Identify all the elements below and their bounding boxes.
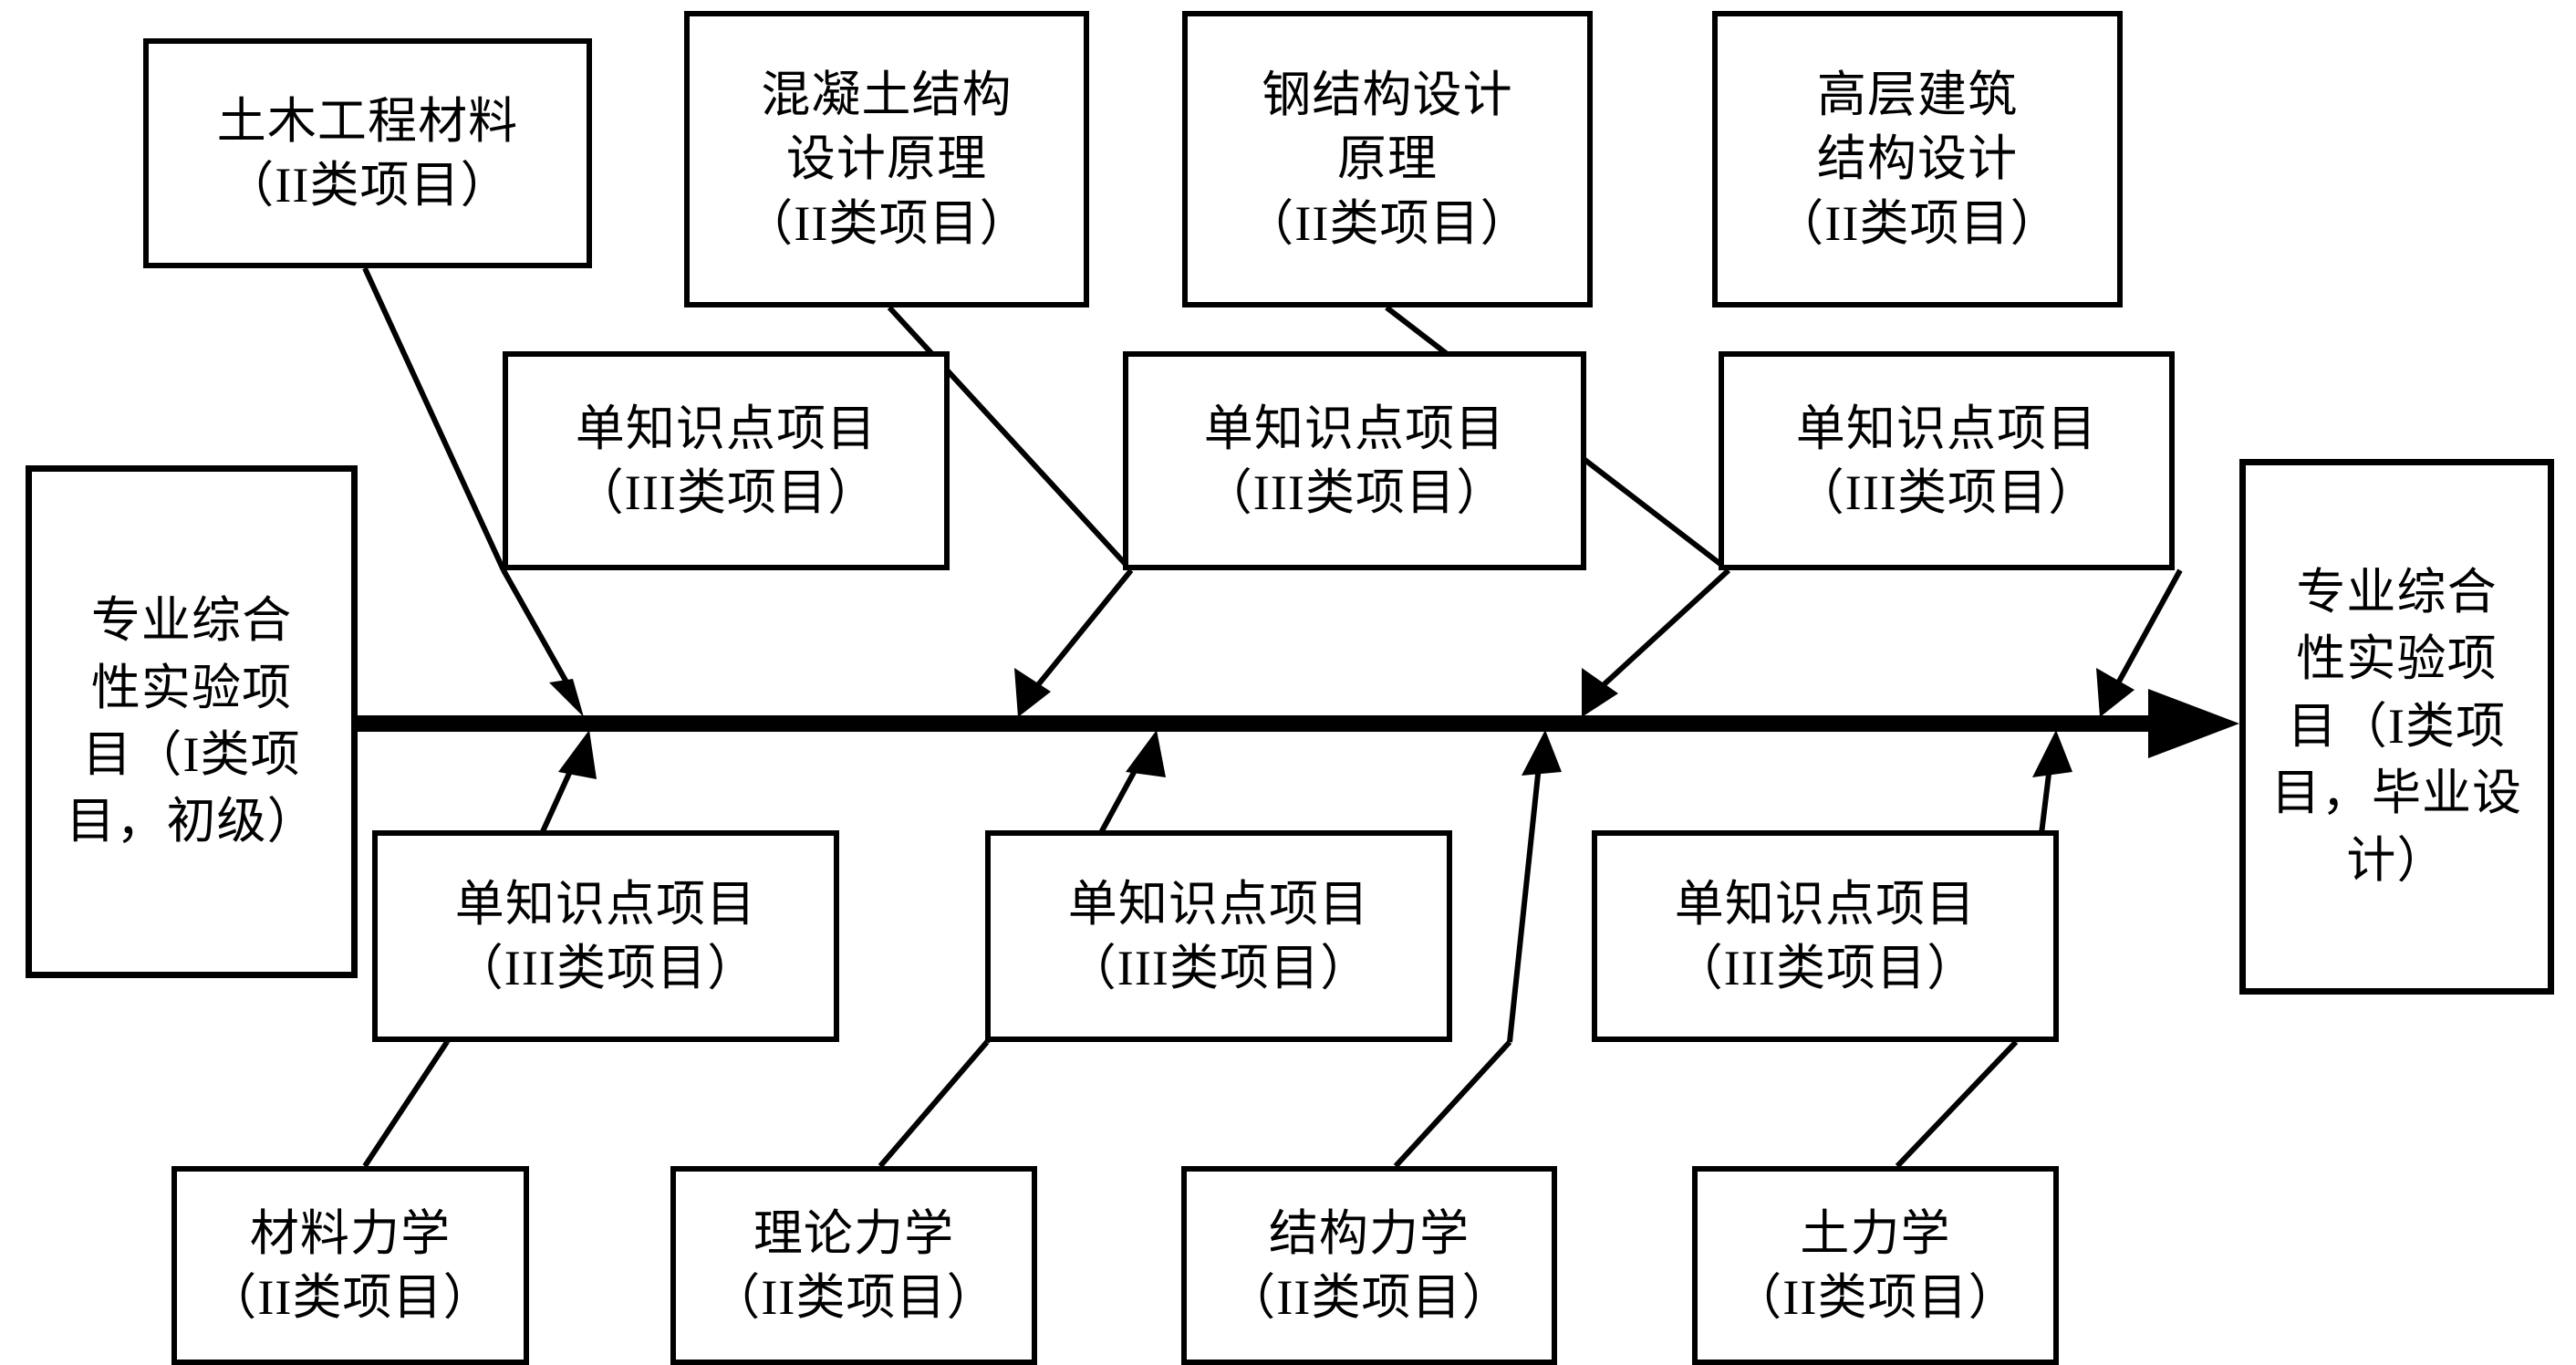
skp-line-2: （III类项目）	[1673, 941, 1978, 995]
skp-line-2: （III类项目）	[1794, 465, 2099, 520]
single-knowledge-point-box-upper-3[interactable]: 单知识点项目 （III类项目）	[1719, 351, 2175, 570]
start-node[interactable]: 专业综合 性实验项 目（I类项 目，初级）	[26, 465, 358, 978]
course-line-2: 原理	[1336, 131, 1439, 187]
single-knowledge-point-box-upper-2[interactable]: 单知识点项目 （III类项目）	[1123, 351, 1586, 570]
skp-line-2: （III类项目）	[453, 941, 758, 995]
start-node-line-4: 目，初级）	[66, 794, 317, 849]
course-box-soil-mechanics[interactable]: 土力学 （II类项目）	[1692, 1166, 2059, 1365]
end-node-line-5: 计）	[2346, 832, 2447, 888]
course-line-2: （II类项目）	[711, 1270, 997, 1325]
connector-structural-mech-to-skp7	[1393, 1039, 1512, 1169]
main-spine-arrow	[358, 689, 2239, 758]
end-node-line-3: 目（I类项	[2287, 698, 2507, 754]
course-line-2: （II类项目）	[1226, 1270, 1512, 1325]
course-line-1: 材料力学	[249, 1205, 452, 1261]
course-line-2: （II类项目）	[1732, 1270, 2019, 1325]
arrow-skp7-to-spine	[1507, 730, 1562, 1043]
course-box-civil-materials[interactable]: 土木工程材料 （II类项目）	[143, 38, 592, 268]
single-knowledge-point-box-lower-3[interactable]: 单知识点项目 （III类项目）	[1592, 830, 2059, 1042]
course-line-1: 高层建筑	[1816, 68, 2019, 123]
end-node[interactable]: 专业综合 性实验项 目（I类项 目，毕业设 计）	[2239, 459, 2554, 995]
course-line-1: 结构力学	[1268, 1205, 1470, 1261]
course-line-3: （II类项目）	[1774, 195, 2061, 251]
skp-line-2: （III类项目）	[1066, 941, 1371, 995]
connector-soil-mech-to-skp8	[1895, 1039, 2019, 1169]
arrow-skp3-to-spine	[1582, 568, 1731, 717]
single-knowledge-point-box-upper-1[interactable]: 单知识点项目 （III类项目）	[503, 351, 950, 570]
course-line-3: （II类项目）	[1244, 195, 1531, 251]
course-box-material-mechanics[interactable]: 材料力学 （II类项目）	[171, 1166, 529, 1365]
arrow-skp1-to-spine	[501, 568, 584, 717]
end-node-line-1: 专业综合	[2296, 564, 2498, 620]
course-line-2: 结构设计	[1816, 131, 2019, 187]
course-line-1: 钢结构设计	[1262, 68, 1513, 123]
connector-material-mech-to-skp5	[362, 1040, 450, 1168]
skp-line-2: （III类项目）	[574, 465, 878, 520]
course-line-2: （II类项目）	[207, 1270, 493, 1325]
course-box-theoretical-mechanics[interactable]: 理论力学 （II类项目）	[670, 1166, 1037, 1365]
course-line-1: 混凝土结构	[761, 68, 1013, 123]
course-line-1: 理论力学	[753, 1205, 955, 1261]
course-line-2: 设计原理	[785, 131, 988, 187]
connector-civil-materials-to-skp1	[362, 266, 506, 572]
course-line-1: 土木工程材料	[216, 93, 519, 149]
start-node-line-2: 性实验项	[90, 660, 293, 715]
skp-line-1: 单知识点项目	[1674, 876, 1977, 932]
single-knowledge-point-box-lower-2[interactable]: 单知识点项目 （III类项目）	[985, 830, 1452, 1042]
connector-theoretical-mech-to-skp6	[878, 1040, 990, 1168]
arrow-skp2-to-spine	[1014, 568, 1134, 717]
skp-line-1: 单知识点项目	[1067, 876, 1370, 932]
skp-line-1: 单知识点项目	[454, 876, 757, 932]
skp-line-1: 单知识点项目	[1203, 401, 1506, 456]
start-node-line-1: 专业综合	[90, 593, 293, 649]
single-knowledge-point-box-lower-1[interactable]: 单知识点项目 （III类项目）	[372, 830, 839, 1042]
course-box-structural-mechanics[interactable]: 结构力学 （II类项目）	[1181, 1166, 1557, 1365]
end-node-line-4: 目，毕业设	[2270, 766, 2523, 821]
course-box-steel-structure[interactable]: 钢结构设计 原理 （II类项目）	[1182, 11, 1593, 307]
course-line-2: （II类项目）	[224, 158, 511, 213]
arrow-skp4-to-spine	[2096, 568, 2183, 717]
course-line-1: 土力学	[1800, 1205, 1951, 1261]
skp-line-1: 单知识点项目	[575, 401, 878, 456]
course-box-highrise-structure[interactable]: 高层建筑 结构设计 （II类项目）	[1712, 11, 2123, 307]
start-node-line-3: 目（I类项	[82, 727, 301, 782]
skp-line-2: （III类项目）	[1202, 465, 1507, 520]
skp-line-1: 单知识点项目	[1795, 401, 2098, 456]
end-node-line-2: 性实验项	[2296, 631, 2498, 687]
course-line-3: （II类项目）	[743, 195, 1030, 251]
course-box-concrete-structure[interactable]: 混凝土结构 设计原理 （II类项目）	[684, 11, 1089, 307]
